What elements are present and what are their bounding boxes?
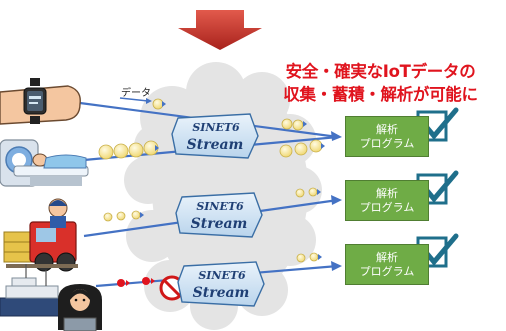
data-packet — [128, 142, 144, 158]
down-arrow-icon — [178, 10, 262, 50]
data-label-arrow — [119, 97, 152, 104]
data-packet — [309, 252, 319, 262]
data-label: データ — [121, 88, 151, 99]
data-packet — [152, 98, 164, 110]
blocked-packet — [142, 277, 150, 285]
data-packet-arrows — [140, 101, 325, 260]
data-packet — [292, 119, 304, 131]
stream-logo-1: SINET6 Stream — [171, 113, 259, 159]
stream-logo-2: SINET6 Stream — [175, 192, 263, 238]
data-packet — [309, 139, 323, 153]
blocked-packets — [117, 277, 155, 287]
analysis-program-line-2: プログラム — [359, 201, 415, 214]
hacker-icon — [58, 284, 102, 331]
stream-logo-3: SINET6 Stream — [177, 261, 265, 307]
stream-logo-bottom: Stream — [193, 285, 250, 301]
data-packet — [294, 142, 308, 156]
analysis-program-line-2: プログラム — [359, 265, 415, 278]
data-packet — [98, 144, 114, 160]
data-packet — [295, 188, 305, 198]
analysis-program-line-1: 解析 — [376, 187, 398, 200]
data-packet — [308, 187, 318, 197]
data-packets — [98, 98, 323, 263]
farmer-tractor-icon — [3, 198, 78, 272]
stream-logo-top: SINET6 — [198, 269, 246, 282]
stream-logo-bottom: Stream — [191, 216, 248, 232]
headline-line-1: 安全・確実なIoTデータの — [285, 62, 476, 81]
flow-arrowheads — [331, 131, 342, 271]
data-packet — [103, 212, 113, 222]
data-packet — [279, 144, 293, 158]
blocked-packet — [117, 279, 125, 287]
data-packet — [281, 118, 293, 130]
data-packet — [131, 210, 141, 220]
analysis-program-box-3: 解析 プログラム — [345, 244, 429, 285]
analysis-program-box-2: 解析 プログラム — [345, 180, 429, 221]
stream-logo-top: SINET6 — [196, 200, 244, 213]
stream-logo-bottom: Stream — [187, 137, 244, 153]
analysis-program-line-2: プログラム — [359, 137, 415, 150]
smartwatch-icon — [0, 78, 81, 125]
data-packet — [296, 253, 306, 263]
stream-logo-top: SINET6 — [192, 121, 240, 134]
analysis-program-line-1: 解析 — [376, 251, 398, 264]
headline-line-2: 収集・蓄積・解析が可能に — [283, 85, 478, 104]
data-packet — [116, 211, 126, 221]
mri-scanner-icon — [0, 139, 89, 187]
analysis-program-line-1: 解析 — [376, 123, 398, 136]
analysis-program-box-1: 解析 プログラム — [345, 116, 429, 157]
data-packet — [113, 143, 129, 159]
